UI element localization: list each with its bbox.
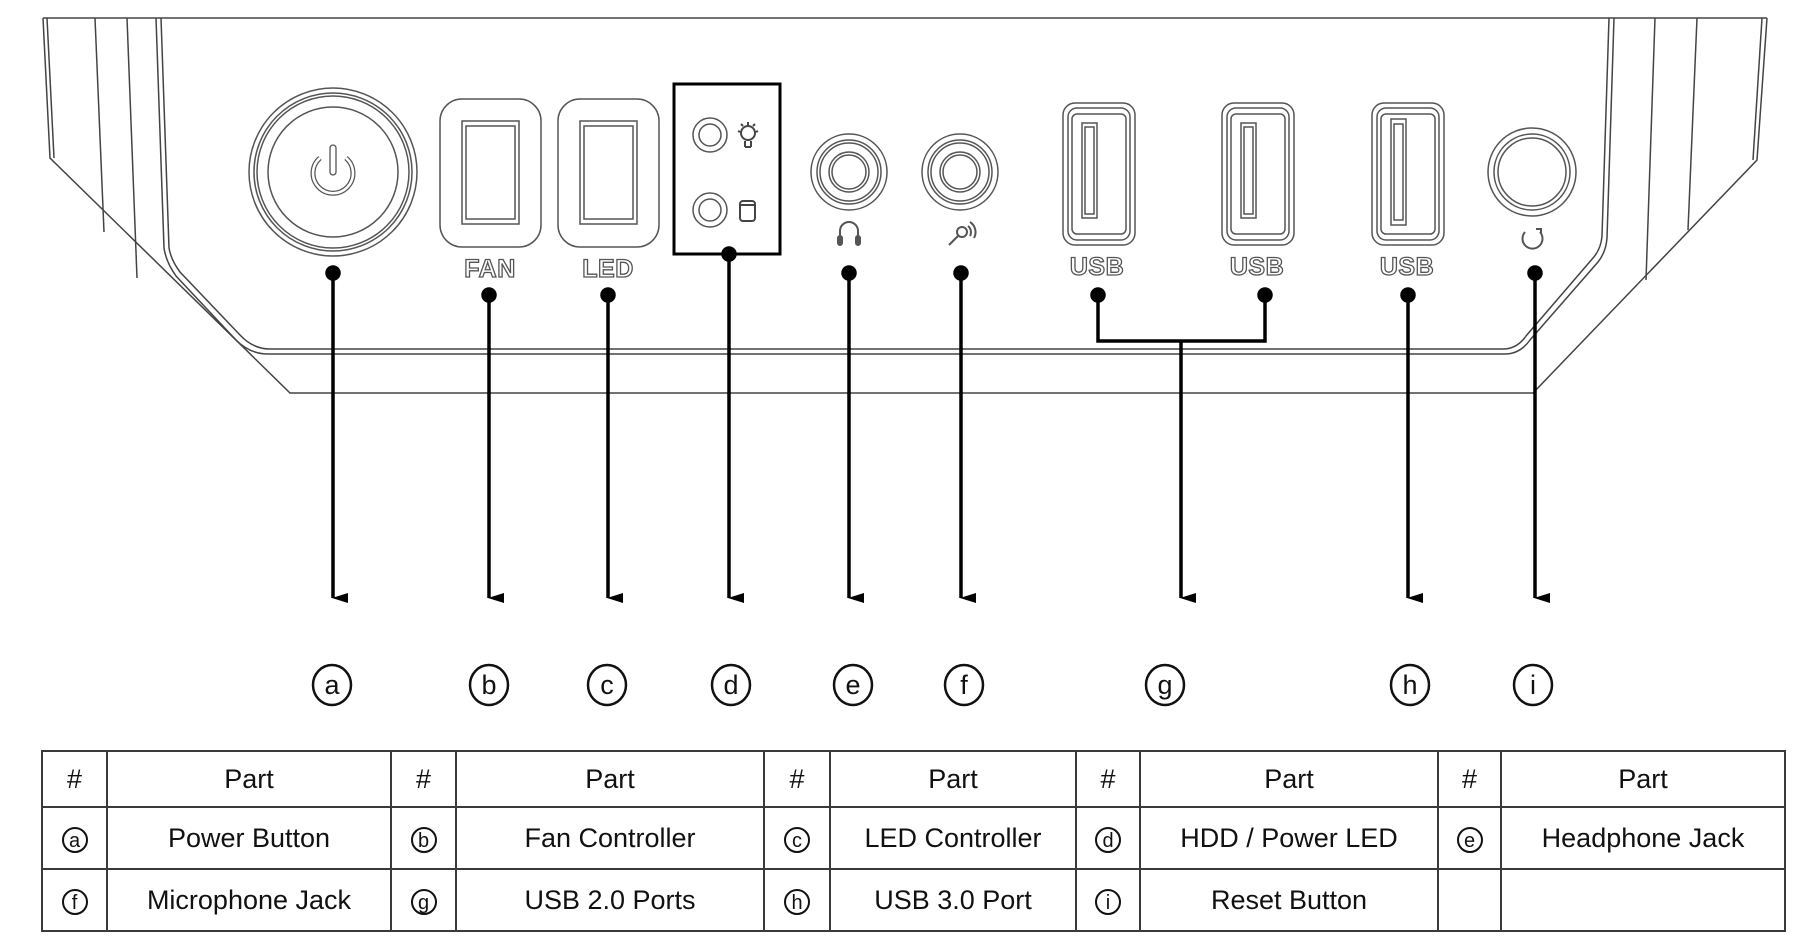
empty-name-cell	[1500, 868, 1786, 932]
callout-i: i	[1512, 663, 1554, 707]
usb-port-3[interactable]	[1371, 102, 1445, 246]
part-name-cell: USB 3.0 Port	[829, 868, 1077, 932]
callout-f: f	[943, 663, 985, 707]
led-controller[interactable]	[557, 98, 660, 248]
header-id: #	[1075, 750, 1141, 808]
table-row: f Microphone Jack g USB 2.0 Ports h USB …	[41, 868, 1786, 932]
part-id-cell: c	[763, 806, 831, 870]
leader-h	[1400, 287, 1423, 603]
usb-port-2[interactable]	[1221, 102, 1295, 246]
svg-text:h: h	[1402, 670, 1417, 700]
svg-text:c: c	[600, 670, 614, 700]
microphone-icon	[948, 221, 977, 246]
svg-text:d: d	[723, 670, 738, 700]
header-id: #	[390, 750, 457, 808]
part-id-badge: i	[1095, 888, 1121, 915]
fan-label: FAN	[464, 255, 516, 283]
part-name-cell: Fan Controller	[455, 806, 765, 870]
front-panel-diagram: FAN LED	[42, 17, 1768, 707]
usb-label-1: USB	[1070, 253, 1124, 281]
part-id-cell: d	[1075, 806, 1141, 870]
leader-g	[1090, 287, 1273, 603]
part-id-badge: g	[410, 888, 437, 915]
callout-labels: a b c d e f g h i	[311, 663, 1554, 707]
header-part: Part	[1500, 750, 1786, 808]
callout-c: c	[586, 663, 628, 707]
part-id-cell: b	[390, 806, 457, 870]
table-header-row: # Part # Part # Part # Part # Part	[41, 750, 1786, 808]
usb-label-2: USB	[1230, 253, 1284, 281]
part-name-cell: LED Controller	[829, 806, 1077, 870]
svg-text:f: f	[960, 670, 968, 700]
empty-id-cell	[1437, 868, 1502, 932]
header-id: #	[1437, 750, 1502, 808]
svg-text:g: g	[1157, 670, 1172, 700]
leader-c	[600, 287, 623, 603]
part-id-cell: i	[1075, 868, 1141, 932]
header-part: Part	[455, 750, 765, 808]
part-name-cell: Reset Button	[1139, 868, 1439, 932]
leader-lines	[325, 246, 1550, 603]
usb-port-1[interactable]	[1062, 102, 1136, 246]
header-id: #	[763, 750, 831, 808]
part-id-badge: e	[1456, 826, 1483, 853]
part-id-cell: a	[41, 806, 108, 870]
part-name-cell: Headphone Jack	[1500, 806, 1786, 870]
part-id-badge: a	[61, 826, 88, 853]
power-led-bulb-icon	[737, 122, 759, 148]
svg-text:i: i	[1530, 670, 1536, 700]
callout-d: d	[710, 663, 752, 707]
callout-b: b	[468, 663, 510, 707]
callout-g: g	[1144, 663, 1186, 707]
part-id-badge: d	[1095, 826, 1121, 853]
part-id-badge: c	[784, 826, 810, 853]
part-id-cell: e	[1437, 806, 1502, 870]
hdd-power-led	[672, 82, 782, 256]
part-id-cell: f	[41, 868, 108, 932]
leader-f	[953, 265, 976, 603]
power-button[interactable]	[248, 87, 418, 257]
table-row: a Power Button b Fan Controller c LED Co…	[41, 806, 1786, 870]
leader-d	[721, 246, 744, 603]
led-label: LED	[582, 255, 634, 283]
leader-a	[325, 265, 348, 603]
leader-e	[841, 265, 864, 603]
leader-b	[481, 287, 504, 603]
power-icon	[310, 144, 356, 196]
svg-text:a: a	[324, 670, 340, 700]
chassis-outline	[42, 17, 1768, 394]
part-id-badge: f	[61, 888, 88, 915]
part-id-badge: b	[410, 826, 437, 853]
part-name-cell: Microphone Jack	[106, 868, 392, 932]
reset-button[interactable]	[1487, 127, 1577, 217]
part-id-cell: h	[763, 868, 831, 932]
headphone-icon	[837, 221, 861, 246]
fan-controller[interactable]	[439, 98, 542, 248]
leader-i	[1527, 265, 1550, 603]
callout-h: h	[1389, 663, 1431, 707]
hdd-cylinder-icon	[739, 200, 756, 222]
part-name-cell: Power Button	[106, 806, 392, 870]
part-name-cell: HDD / Power LED	[1139, 806, 1439, 870]
part-name-cell: USB 2.0 Ports	[455, 868, 765, 932]
header-part: Part	[106, 750, 392, 808]
parts-table: # Part # Part # Part # Part # Part a Pow…	[41, 750, 1786, 932]
callout-e: e	[832, 663, 874, 707]
header-part: Part	[1139, 750, 1439, 808]
svg-text:b: b	[481, 670, 496, 700]
callout-a: a	[311, 663, 353, 707]
microphone-jack[interactable]	[921, 133, 999, 211]
part-id-badge: h	[784, 888, 810, 915]
header-part: Part	[829, 750, 1077, 808]
reset-icon	[1521, 228, 1544, 250]
headphone-jack[interactable]	[810, 133, 888, 211]
part-id-cell: g	[390, 868, 457, 932]
usb-label-3: USB	[1380, 253, 1434, 281]
header-id: #	[41, 750, 108, 808]
svg-text:e: e	[845, 670, 860, 700]
